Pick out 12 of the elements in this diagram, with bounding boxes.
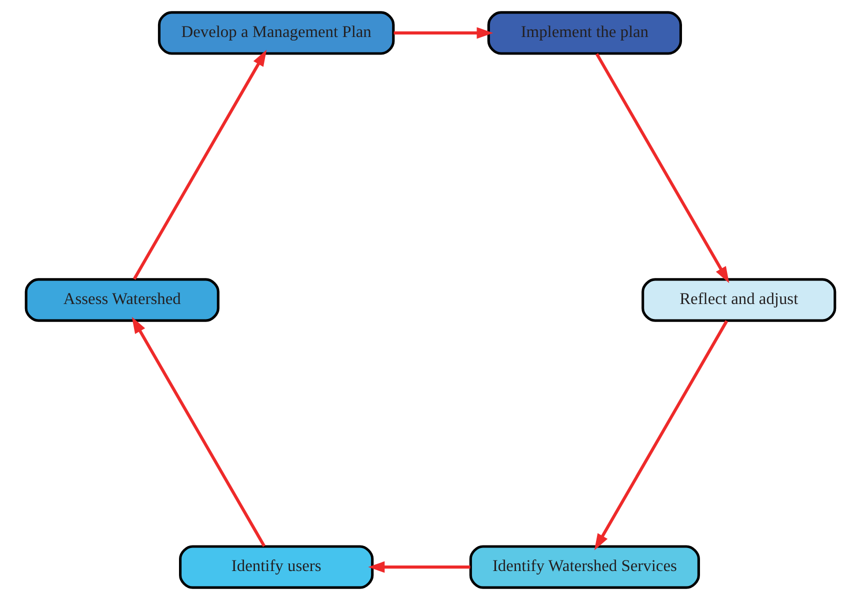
arrow: [131, 316, 266, 547]
arrow: [132, 50, 266, 280]
node-box: Reflect and adjust: [641, 278, 836, 322]
node-box: Identify Watershed Services: [468, 545, 700, 589]
arrow: [594, 53, 729, 284]
arrow: [368, 561, 470, 573]
arrow: [594, 320, 728, 550]
node-box: Assess Watershed: [24, 278, 219, 322]
node-box: Develop a Management Plan: [157, 11, 394, 55]
arrow: [393, 27, 493, 39]
node-box: Implement the plan: [486, 11, 682, 55]
node-box: Identify users: [178, 545, 374, 589]
